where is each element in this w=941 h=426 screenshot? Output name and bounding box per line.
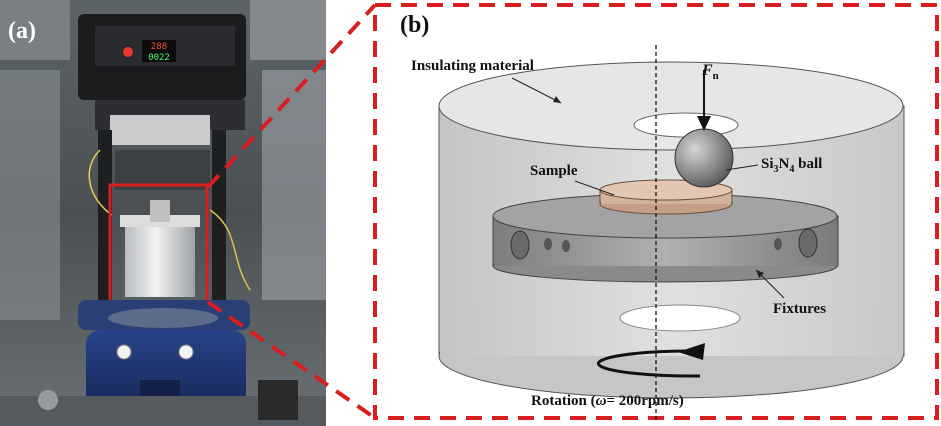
leader-insulating [511, 77, 562, 104]
si3n4-ball [674, 128, 734, 188]
fixture-hole-icon [798, 228, 818, 258]
ball-label-n: N [778, 156, 790, 172]
rotation-prefix: Rotation ( [531, 393, 596, 409]
cylinder-top [438, 61, 904, 151]
leader-arrowhead [553, 96, 561, 103]
normal-force-label: Fn [702, 62, 719, 82]
spindle-assembly [115, 150, 210, 190]
display-readout-top: 288 [151, 42, 167, 52]
force-subscript: n [712, 70, 719, 83]
power-light-icon [123, 47, 133, 57]
leader-ball [725, 164, 759, 171]
test-chamber [125, 222, 195, 297]
tribometer-photo: 288 0022 [0, 0, 326, 426]
temperature-display [142, 40, 176, 62]
fixture-hole-icon [774, 238, 782, 250]
sample-label: Sample [530, 163, 578, 179]
force-symbol: F [702, 62, 713, 79]
turntable [108, 308, 218, 328]
fixture-hole-icon [510, 230, 530, 260]
force-arrow-head [697, 116, 711, 131]
wire [209, 209, 251, 291]
fixture-hole-icon [562, 240, 570, 252]
background-shelf [0, 0, 70, 60]
leader-sample [574, 180, 615, 196]
rotation-symbol: ω [595, 393, 607, 409]
panel-b-label: (b) [400, 12, 430, 38]
bottom-opening [619, 304, 741, 332]
fixtures-label: Fixtures [773, 301, 827, 317]
bench-part [38, 390, 58, 410]
panel-a-label: (a) [8, 18, 36, 44]
background-box [250, 0, 326, 60]
display-readout-bottom: 0022 [148, 53, 170, 63]
bench-tool [258, 380, 298, 420]
callout-line-top [206, 3, 377, 189]
ball-label-sub2: 4 [789, 164, 795, 175]
rotation-arrow [597, 349, 701, 378]
rotation-arrowhead-icon [678, 343, 705, 360]
fixture-hole-icon [544, 238, 552, 250]
chamber-shaft [150, 200, 170, 222]
ball-label: Si3N4 ball [761, 156, 822, 175]
wire [88, 149, 113, 216]
leader-arrowhead [756, 270, 764, 278]
callout-line-bottom [206, 300, 377, 420]
ball-label-si: Si [761, 156, 774, 172]
rotation-value: = 200rpm/s) [606, 393, 684, 409]
glass-panel [262, 70, 326, 300]
ball-label-suffix: ball [794, 156, 823, 172]
insulating-material-label: Insulating material [411, 58, 534, 74]
rotation-label: Rotation (ω= 200rpm/s) [531, 393, 684, 410]
stop-button-icon [178, 344, 194, 360]
glass-panel [0, 70, 60, 320]
ball-label-sub1: 3 [773, 164, 779, 175]
top-opening [633, 112, 739, 138]
load-cell-housing [110, 115, 210, 145]
start-button-icon [116, 344, 132, 360]
